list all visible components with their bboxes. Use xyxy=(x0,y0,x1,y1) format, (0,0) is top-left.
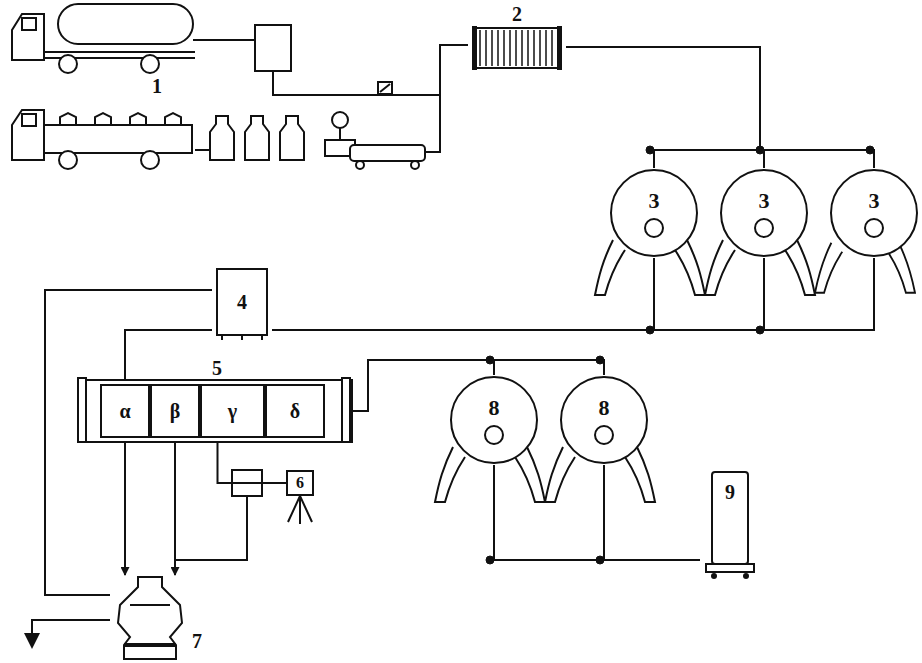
storage-tank: 8 xyxy=(445,375,543,465)
separator: 7 xyxy=(110,575,220,661)
pipe-connector xyxy=(125,330,212,384)
pasteurizer-section: γ xyxy=(200,384,265,438)
plate-cooler: 2 xyxy=(468,2,566,74)
reception-vessel xyxy=(255,25,468,95)
callout-number: δ xyxy=(290,401,300,421)
recorder: 6 xyxy=(286,470,314,496)
pasteurizer: 5 α β γ δ xyxy=(72,356,362,442)
pipe-connector xyxy=(566,47,764,168)
pipe-joints xyxy=(486,146,874,564)
callout-number: 3 xyxy=(715,190,813,212)
storage-tank-outline xyxy=(445,375,543,465)
pipe-connector xyxy=(272,258,764,330)
balance-tank: 4 xyxy=(212,268,272,340)
outlet-pipe xyxy=(32,620,110,645)
callout-number: γ xyxy=(228,401,237,421)
pipe-connector xyxy=(272,258,654,330)
pipe-connector xyxy=(124,438,126,575)
pasteurizer-section: δ xyxy=(265,384,325,438)
separator-outline xyxy=(110,575,220,661)
callout-number: α xyxy=(119,401,130,421)
storage-tank-outline xyxy=(715,168,813,258)
filling-column: 9 xyxy=(700,470,760,580)
pipe-connector xyxy=(218,438,287,483)
storage-tank-outline xyxy=(605,168,703,258)
callout-number: 7 xyxy=(192,631,202,651)
pipe-connector xyxy=(566,47,874,168)
pipe-connector xyxy=(494,465,700,560)
callout-number: 1 xyxy=(150,76,164,96)
pipe-connector xyxy=(174,438,176,575)
callout-number: 2 xyxy=(468,4,566,24)
storage-tank: 3 xyxy=(715,168,813,258)
pasteurizer-section: α xyxy=(100,384,150,438)
pipe-connector xyxy=(604,465,700,560)
callout-number: 9 xyxy=(700,482,760,502)
pasteurizer-section: β xyxy=(150,384,200,438)
callout-number: 8 xyxy=(445,397,543,419)
callout-number: 6 xyxy=(296,475,304,491)
churn-truck xyxy=(12,110,192,169)
storage-tank-outline xyxy=(555,375,653,465)
callout-number: 8 xyxy=(555,397,653,419)
callout-number: 3 xyxy=(825,190,922,212)
weighing-pump xyxy=(325,95,440,169)
callout-number: β xyxy=(170,401,181,421)
pipe-connector xyxy=(272,258,874,330)
milk-churns xyxy=(195,116,304,160)
storage-tank: 8 xyxy=(555,375,653,465)
callout-number: 5 xyxy=(72,358,362,378)
pipe-connector xyxy=(566,47,760,168)
storage-tank: 3 xyxy=(825,168,922,258)
tank-legs xyxy=(435,240,915,502)
storage-tank-outline xyxy=(825,168,922,258)
callout-number: 4 xyxy=(212,292,272,312)
milk-tanker xyxy=(12,4,255,73)
callout-number: 3 xyxy=(605,190,703,212)
storage-tank: 3 xyxy=(605,168,703,258)
